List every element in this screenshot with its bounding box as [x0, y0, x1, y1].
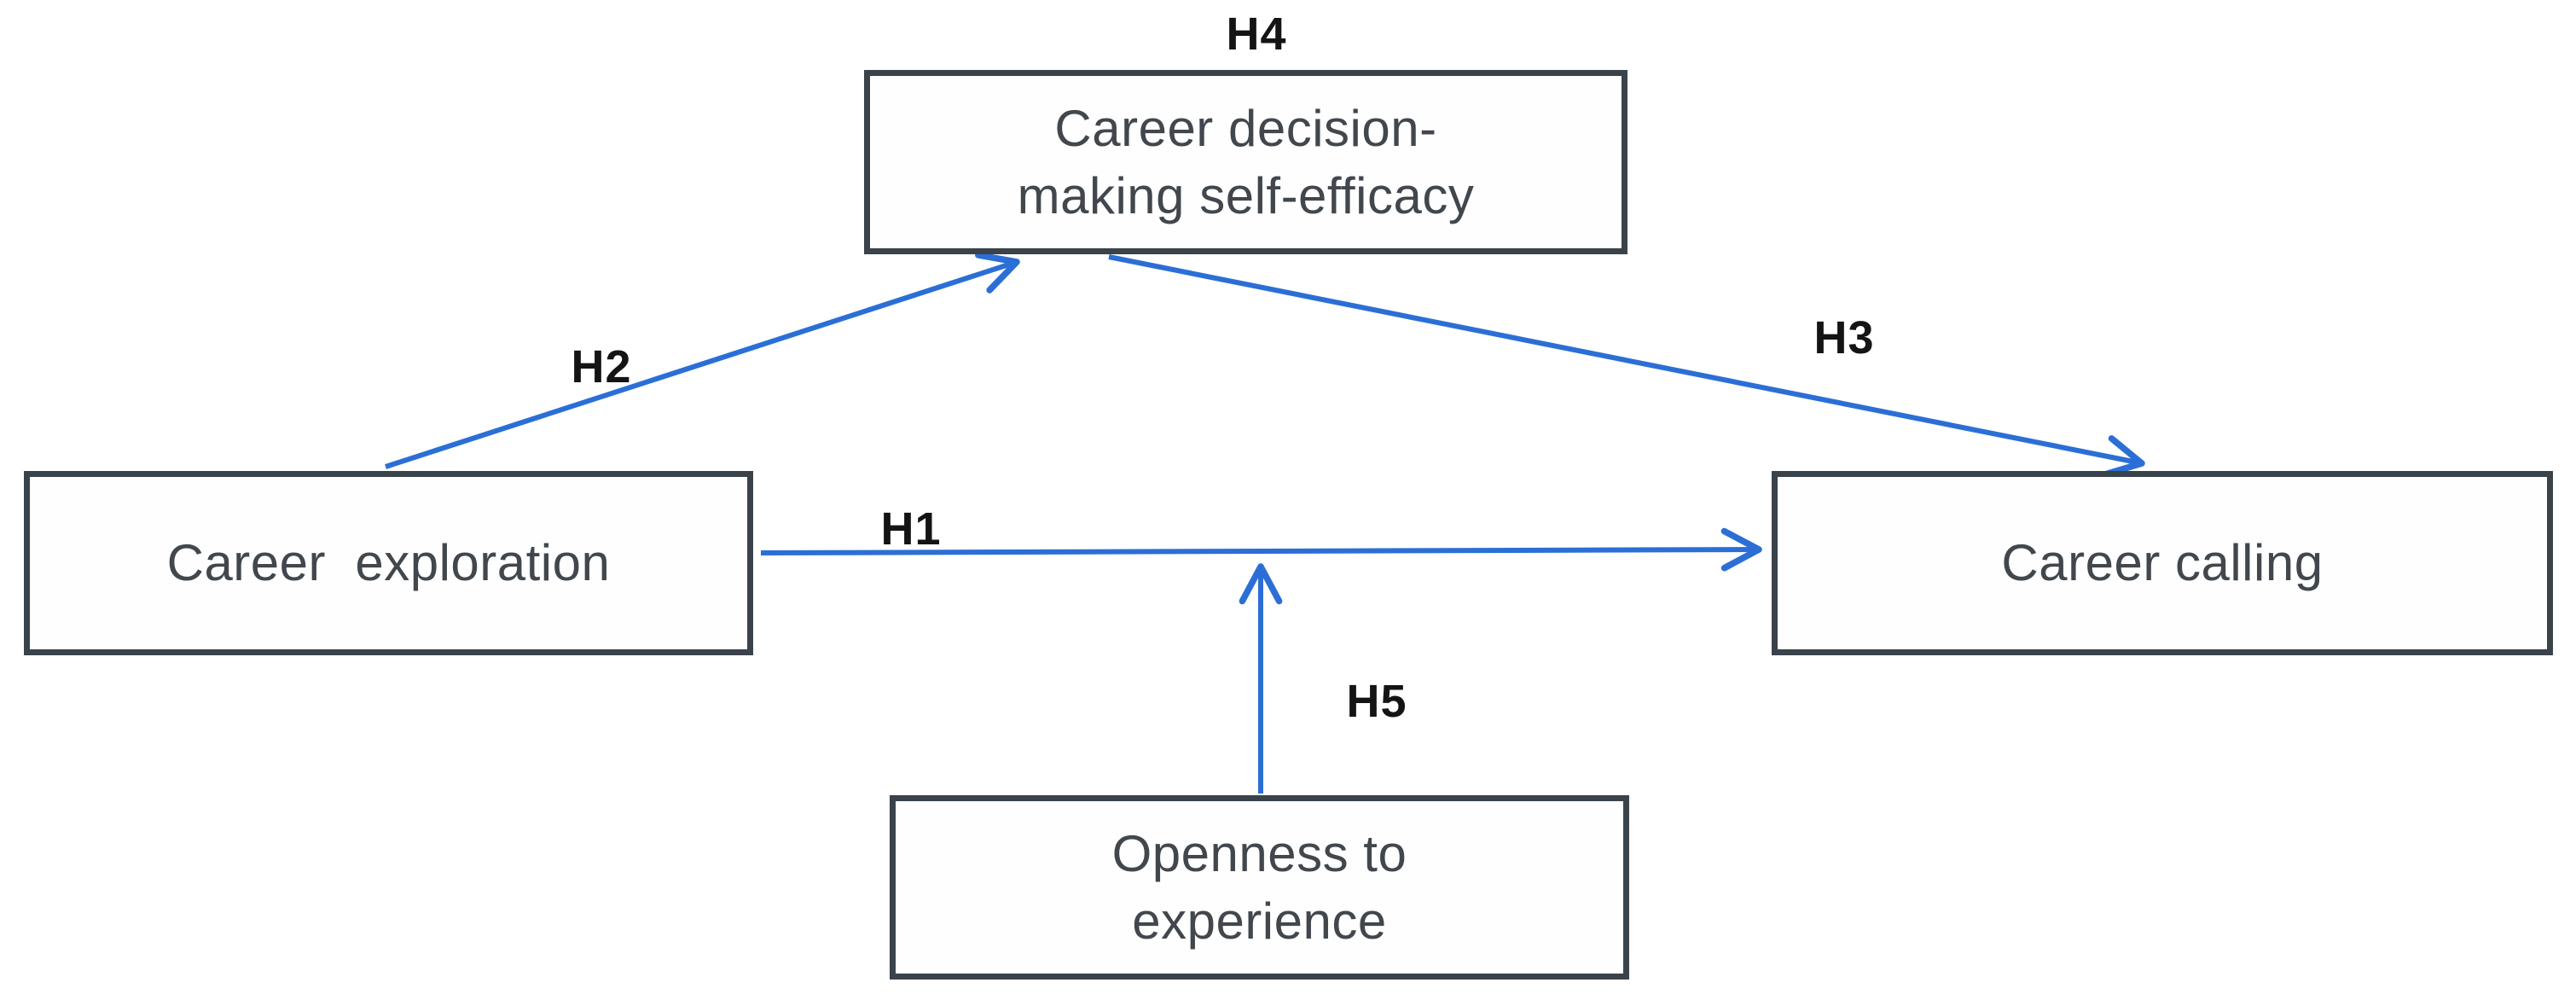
h1-arrow	[760, 527, 1762, 572]
h2-arrow	[385, 252, 1020, 469]
hypothesis-label-h4: H4	[1226, 9, 1287, 60]
box-career-calling: Career calling	[1772, 471, 2553, 655]
box-openness-to-experience-label: Openness to experience	[1111, 824, 1407, 950]
box-openness-to-experience: Openness to experience	[890, 795, 1629, 980]
box-career-decision-self-efficacy: Career decision- making self-efficacy	[864, 70, 1627, 254]
box-career-exploration: Career exploration	[24, 471, 753, 655]
hypothesis-label-h2: H2	[571, 341, 632, 392]
box-career-calling-label: Career calling	[2001, 534, 2324, 592]
h3-arrow	[1108, 254, 2145, 479]
box-career-decision-self-efficacy-label: Career decision- making self-efficacy	[1017, 99, 1475, 224]
box-career-exploration-label: Career exploration	[166, 534, 611, 592]
hypothesis-label-h1: H1	[880, 503, 942, 555]
hypothesis-label-h3: H3	[1813, 312, 1875, 363]
hypothesis-label-h5: H5	[1346, 676, 1407, 727]
